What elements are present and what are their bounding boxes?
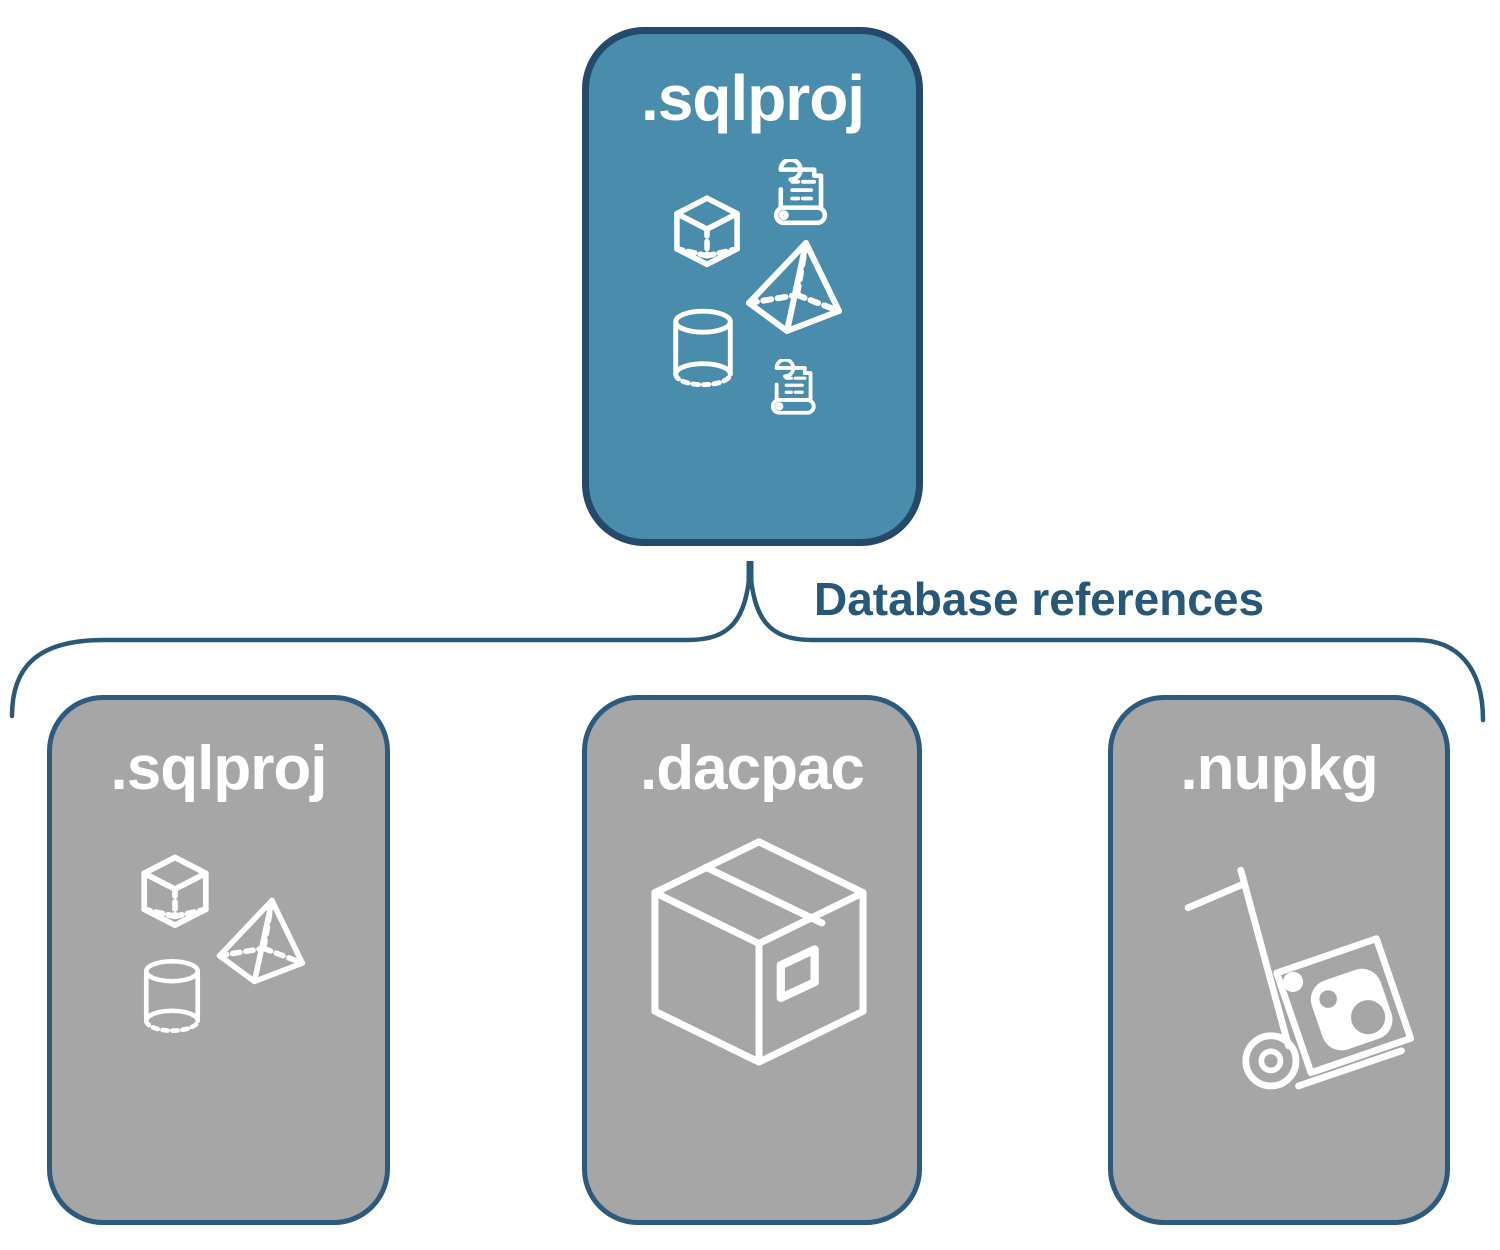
node-root-sqlproj: .sqlproj: [582, 27, 923, 546]
connector-label: Database references: [814, 573, 1265, 625]
node-child-dacpac: .dacpac: [582, 695, 922, 1225]
pyramid-icon: [737, 237, 849, 337]
scroll-icon: [760, 359, 824, 423]
node-child-sqlproj: .sqlproj: [47, 695, 390, 1225]
pyramid-icon: [207, 895, 313, 987]
package-box-icon: [651, 838, 867, 1066]
node-title: .sqlproj: [640, 62, 865, 134]
node-child-nupkg: .nupkg: [1108, 695, 1450, 1225]
node-title: .sqlproj: [110, 734, 328, 803]
scroll-icon: [758, 159, 840, 235]
cube-icon: [131, 845, 219, 935]
node-title: .nupkg: [1180, 734, 1378, 803]
cylinder-icon: [668, 307, 738, 391]
nuget-handtruck-icon: [1184, 866, 1415, 1090]
cylinder-icon: [139, 957, 205, 1037]
node-title: .dacpac: [640, 734, 865, 803]
